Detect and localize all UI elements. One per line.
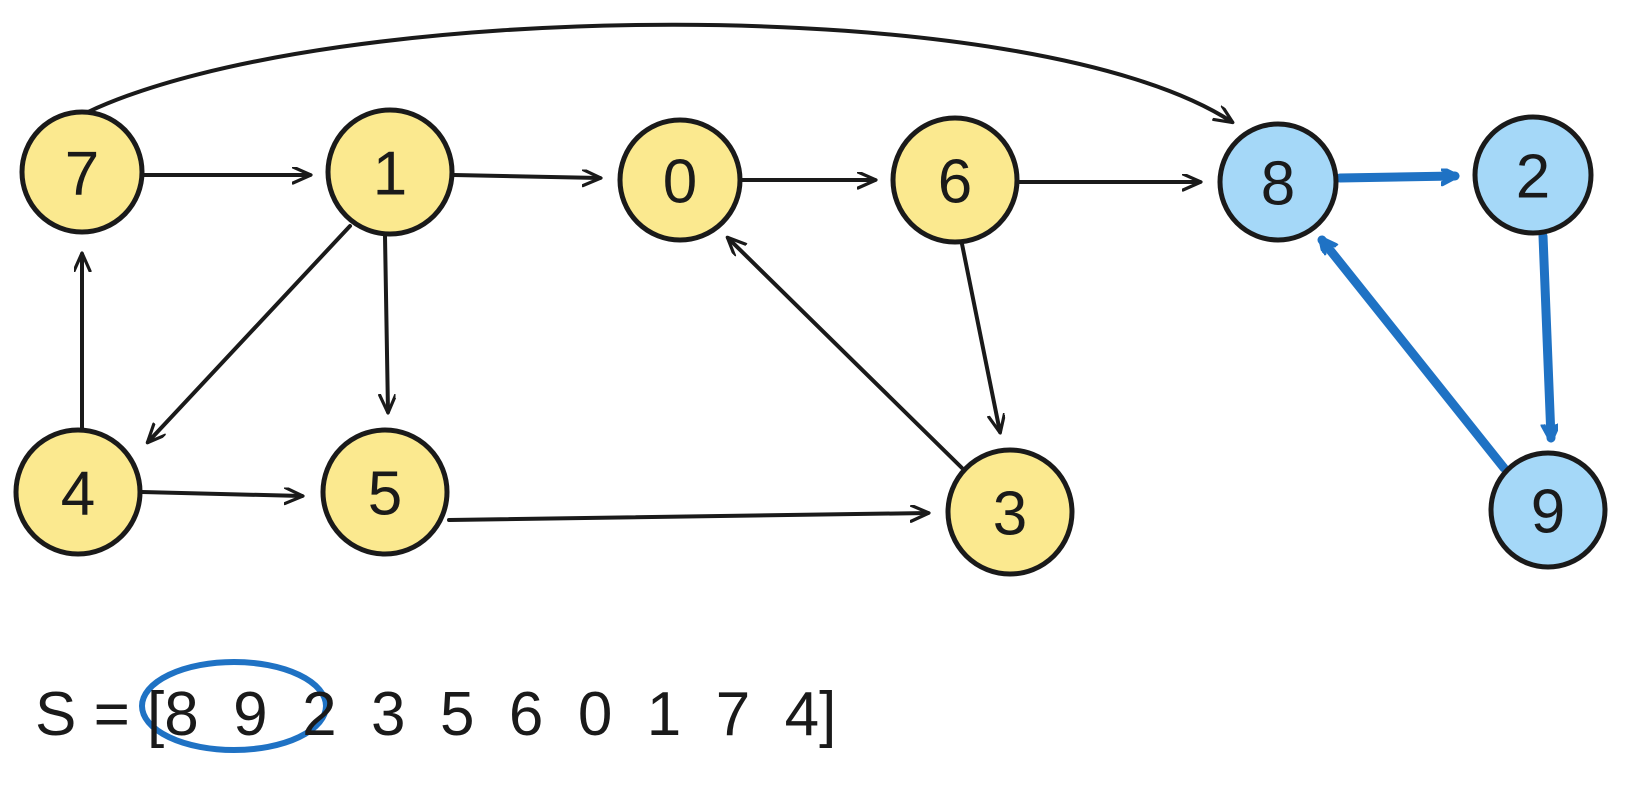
- node-circle: [1217, 121, 1339, 243]
- edge-2-to-9: [1538, 231, 1551, 443]
- node-circle: [13, 427, 143, 557]
- node-circle: [890, 115, 1020, 245]
- node-circle: [325, 107, 455, 237]
- edge-8-to-2: [1335, 176, 1460, 178]
- sequence-text: S = [8 9 2 3 5 6 0 1 7 4]: [35, 680, 836, 749]
- sequence-highlight-ellipse: [139, 659, 329, 753]
- node-circle: [617, 117, 743, 243]
- node-circle: [320, 427, 450, 557]
- graph-node-2[interactable]: 2: [1472, 114, 1594, 236]
- node-circle: [945, 447, 1075, 577]
- edge-7-to-8: [86, 22, 1232, 122]
- edge-9-to-8: [1317, 235, 1509, 473]
- graph-node-8[interactable]: 8: [1217, 121, 1339, 243]
- graph-node-5[interactable]: 5: [320, 427, 450, 557]
- graph-node-0[interactable]: 0: [617, 117, 743, 243]
- graph-node-3[interactable]: 3: [945, 447, 1075, 577]
- edge-3-to-0: [728, 238, 964, 470]
- edge-1-to-5: [385, 234, 388, 412]
- edge-group-highlight: [1317, 176, 1551, 473]
- sequence-row: S = [8 9 2 3 5 6 0 1 7 4]: [35, 659, 836, 753]
- graph-node-6[interactable]: 6: [890, 115, 1020, 245]
- graph-node-7[interactable]: 7: [19, 109, 145, 235]
- edge-5-to-3: [447, 513, 928, 520]
- edge-1-to-0: [452, 175, 600, 178]
- node-circle: [1472, 114, 1594, 236]
- edge-group-black: [82, 22, 1232, 520]
- node-circle: [19, 109, 145, 235]
- edge-1-to-4: [148, 224, 352, 442]
- graph-node-4[interactable]: 4: [13, 427, 143, 557]
- graph-node-1[interactable]: 1: [325, 107, 455, 237]
- node-circle: [1488, 450, 1608, 570]
- graph-node-9[interactable]: 9: [1488, 450, 1608, 570]
- edge-4-to-5: [140, 492, 302, 496]
- edge-6-to-3: [960, 242, 1000, 432]
